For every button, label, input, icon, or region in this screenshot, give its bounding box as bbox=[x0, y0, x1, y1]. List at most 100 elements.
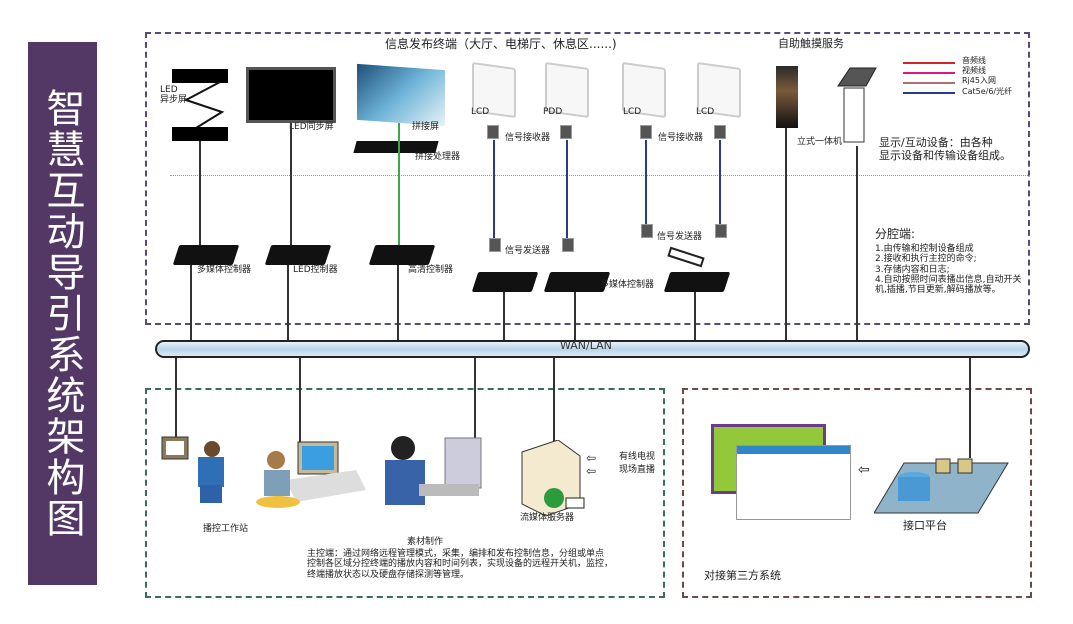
legend-label: Rj45入网 bbox=[962, 76, 996, 85]
connector-line bbox=[190, 265, 192, 340]
connector-line bbox=[566, 140, 568, 238]
led-controller-icon bbox=[264, 245, 332, 265]
receiver-label: 信号接收器 bbox=[505, 133, 551, 143]
standing-kiosk-icon bbox=[776, 66, 798, 128]
connector-line bbox=[299, 358, 301, 453]
hd-controller-icon bbox=[368, 245, 436, 265]
connector-line bbox=[493, 140, 495, 238]
legend-label: 音频线 bbox=[962, 56, 986, 65]
third-party-window-icon bbox=[736, 445, 851, 520]
workstation-label: 播控工作站 bbox=[203, 524, 249, 534]
kiosk-label: 立式一体机 bbox=[797, 137, 843, 147]
signal-receiver-icon bbox=[487, 125, 499, 139]
input-label: 有线电视 bbox=[619, 452, 656, 462]
kiosk-header: 自助触摸服务 bbox=[778, 37, 844, 50]
multimedia-controller-icon bbox=[471, 272, 539, 292]
connector-line bbox=[290, 123, 292, 245]
controller-label: 高清控制器 bbox=[408, 265, 454, 275]
connector-line bbox=[503, 292, 505, 340]
splice-screen-label: 拼接屏 bbox=[412, 122, 440, 132]
connector-line bbox=[474, 358, 476, 438]
material-production-icon bbox=[385, 436, 482, 505]
window-header bbox=[737, 446, 850, 454]
third-party-caption: 对接第三方系统 bbox=[704, 569, 781, 582]
input-arrow-icon: ⇦ bbox=[586, 451, 597, 465]
media-server-icon bbox=[521, 440, 585, 517]
branch-notes: 1.由传输和控制设备组成 2.接收和执行主控的命令; 3.存储内容和日志; 4.… bbox=[875, 244, 1021, 296]
connector-line bbox=[785, 128, 787, 340]
legend-line-rj45 bbox=[903, 82, 955, 84]
branch-title: 分腔端: bbox=[875, 227, 916, 241]
touch-kiosk-icon bbox=[837, 67, 877, 143]
led-sync-label: LED同步屏 bbox=[289, 122, 334, 132]
branch-item: 4.自动按照时间表播出信息,自动开关 机,插播,节目更新,解码播放等。 bbox=[875, 275, 1022, 296]
section-divider bbox=[170, 175, 1030, 176]
operator-woman-icon bbox=[256, 441, 366, 508]
legend-line-cat5e bbox=[903, 92, 955, 94]
branch-item: 3.存储内容和日志; bbox=[875, 264, 950, 275]
signal-sender-icon bbox=[715, 224, 727, 238]
network-bus bbox=[155, 340, 1030, 358]
sender-label: 信号发送器 bbox=[505, 246, 551, 256]
connector-line bbox=[969, 358, 971, 458]
signal-sender-icon bbox=[489, 238, 501, 252]
display-note: 显示/互动设备：由各种 显示设备和传输设备组成。 bbox=[879, 136, 1011, 162]
led-async-screen-icon bbox=[172, 127, 228, 141]
connector-line bbox=[719, 140, 721, 224]
signal-sender-icon bbox=[641, 224, 653, 238]
splice-processor-label: 拼接处理器 bbox=[415, 152, 461, 162]
sender-label: 信号发送器 bbox=[657, 232, 703, 242]
interface-platform-icon bbox=[874, 458, 1009, 514]
terminal-header: 信息发布终端（大厅、电梯厅、休息区......) bbox=[385, 37, 617, 51]
multimedia-controller-icon bbox=[663, 272, 731, 292]
pdd-label: PDD bbox=[543, 107, 563, 117]
controller-label: 多媒体控制器 bbox=[197, 265, 252, 275]
legend-label: 视频线 bbox=[962, 66, 986, 75]
splice-screen-icon bbox=[357, 63, 445, 127]
connector-line bbox=[199, 141, 201, 245]
lcd-label: LCD bbox=[696, 107, 715, 117]
lcd-label: LCD bbox=[471, 107, 490, 117]
connector-line bbox=[397, 265, 399, 340]
connector-line bbox=[574, 292, 576, 340]
master-control-section bbox=[145, 388, 665, 598]
multimedia-controller-icon bbox=[172, 245, 240, 265]
input-arrow-icon: ⇦ bbox=[586, 464, 597, 478]
led-async-screen-icon bbox=[172, 69, 228, 83]
lcd-label: LCD bbox=[623, 107, 642, 117]
legend-label: Cat5e/6/光纤 bbox=[962, 87, 1013, 96]
controller-label: 多媒体控制器 bbox=[600, 280, 655, 290]
terminal-section bbox=[145, 32, 1030, 325]
branch-item: 2.接收和执行主控的命令; bbox=[875, 254, 977, 265]
led-async-zigzag-icon bbox=[183, 82, 225, 128]
legend-line-video bbox=[903, 72, 955, 74]
connector-line bbox=[645, 140, 647, 224]
bus-label: WAN/LAN bbox=[560, 339, 612, 352]
third-party-section bbox=[682, 388, 1032, 598]
interface-label: 接口平台 bbox=[903, 519, 947, 532]
led-sync-screen-icon bbox=[246, 67, 336, 123]
master-control-note: 主控端：通过网络远程管理模式，采集，编排和发布控制信息，分组或单点 控制各区域分… bbox=[307, 549, 614, 580]
operator-workstation-icon bbox=[161, 436, 224, 503]
title-banner: 智慧互动导引系统架构图 bbox=[28, 42, 97, 585]
arrow-left-icon: ⇦ bbox=[858, 462, 870, 478]
branch-item: 1.由传输和控制设备组成 bbox=[875, 244, 974, 254]
receiver-label: 信号接收器 bbox=[658, 133, 704, 143]
signal-receiver-icon bbox=[714, 125, 726, 139]
diagram-title: 智慧互动导引系统架构图 bbox=[40, 88, 85, 539]
connector-line bbox=[398, 123, 400, 245]
controller-label: LED控制器 bbox=[293, 265, 338, 275]
connector-line bbox=[694, 292, 696, 340]
signal-receiver-icon bbox=[560, 125, 572, 139]
connector-line bbox=[553, 358, 555, 443]
signal-receiver-icon bbox=[640, 125, 652, 139]
connector-line bbox=[856, 146, 858, 340]
led-async-label: LED 异步屏 bbox=[160, 85, 188, 106]
connector-line bbox=[287, 265, 289, 340]
material-label: 素材制作 bbox=[407, 537, 444, 547]
media-server-label: 流媒体服务器 bbox=[520, 513, 575, 523]
legend-line-audio bbox=[903, 62, 955, 64]
connector-line bbox=[175, 358, 177, 438]
signal-sender-icon bbox=[562, 238, 574, 252]
input-label: 现场直播 bbox=[619, 465, 656, 475]
